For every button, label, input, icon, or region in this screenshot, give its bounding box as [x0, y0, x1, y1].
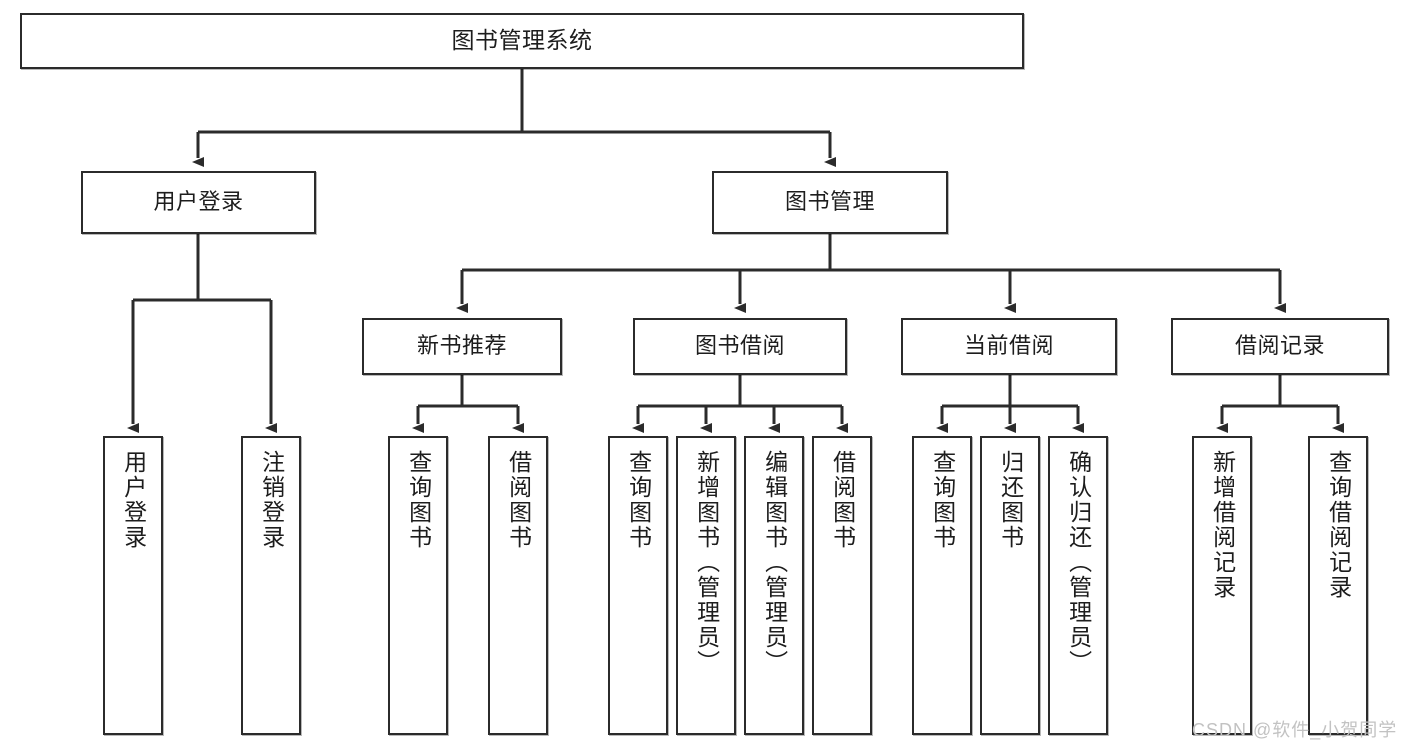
node-label: 查询借阅记录 — [1325, 450, 1352, 600]
leaf-borrow-book[interactable]: 借阅图书 — [812, 436, 872, 735]
node-label: 借阅记录 — [1234, 333, 1325, 359]
leaf-user-login[interactable]: 用户登录 — [103, 436, 163, 735]
node-label: 借阅图书 — [829, 450, 856, 550]
leaf-add-borrow-record[interactable]: 新增借阅记录 — [1192, 436, 1252, 735]
node-label: 当前借阅 — [963, 333, 1054, 359]
node-label: 查询图书 — [625, 450, 652, 550]
node-label: 借阅图书 — [505, 450, 532, 550]
leaf-query-borrow-record[interactable]: 查询借阅记录 — [1308, 436, 1368, 735]
node-label: 图书管理 — [784, 189, 875, 215]
leaf-logout-login[interactable]: 注销登录 — [241, 436, 301, 735]
node-label: 用户登录 — [153, 189, 244, 215]
leaf-query-book-current[interactable]: 查询图书 — [912, 436, 972, 735]
leaf-edit-book[interactable]: 编辑图书（管理员） — [744, 436, 804, 735]
node-label: 查询图书 — [405, 450, 432, 550]
node-user-login[interactable]: 用户登录 — [81, 171, 316, 234]
node-root-system[interactable]: 图书管理系统 — [20, 13, 1024, 69]
node-label: 新增借阅记录 — [1209, 450, 1236, 600]
node-label: 确认归还（管理员） — [1065, 450, 1092, 675]
leaf-query-book-recommend[interactable]: 查询图书 — [388, 436, 448, 735]
node-label: 新增图书（管理员） — [693, 450, 720, 675]
node-label: 归还图书 — [997, 450, 1024, 550]
node-book-manage[interactable]: 图书管理 — [712, 171, 948, 234]
node-current-borrow[interactable]: 当前借阅 — [901, 318, 1117, 375]
node-label: 查询图书 — [929, 450, 956, 550]
leaf-query-book-borrow[interactable]: 查询图书 — [608, 436, 668, 735]
leaf-return-book[interactable]: 归还图书 — [980, 436, 1040, 735]
node-label: 图书管理系统 — [451, 27, 593, 54]
node-label: 新书推荐 — [416, 333, 507, 359]
node-borrow-record[interactable]: 借阅记录 — [1171, 318, 1389, 375]
node-label: 用户登录 — [120, 450, 147, 550]
node-book-borrow[interactable]: 图书借阅 — [633, 318, 847, 375]
node-label: 编辑图书（管理员） — [761, 450, 788, 675]
node-new-book-recommend[interactable]: 新书推荐 — [362, 318, 562, 375]
node-label: 图书借阅 — [694, 333, 785, 359]
node-label: 注销登录 — [258, 450, 285, 550]
leaf-borrow-book-recommend[interactable]: 借阅图书 — [488, 436, 548, 735]
leaf-confirm-return[interactable]: 确认归还（管理员） — [1048, 436, 1108, 735]
leaf-add-book[interactable]: 新增图书（管理员） — [676, 436, 736, 735]
